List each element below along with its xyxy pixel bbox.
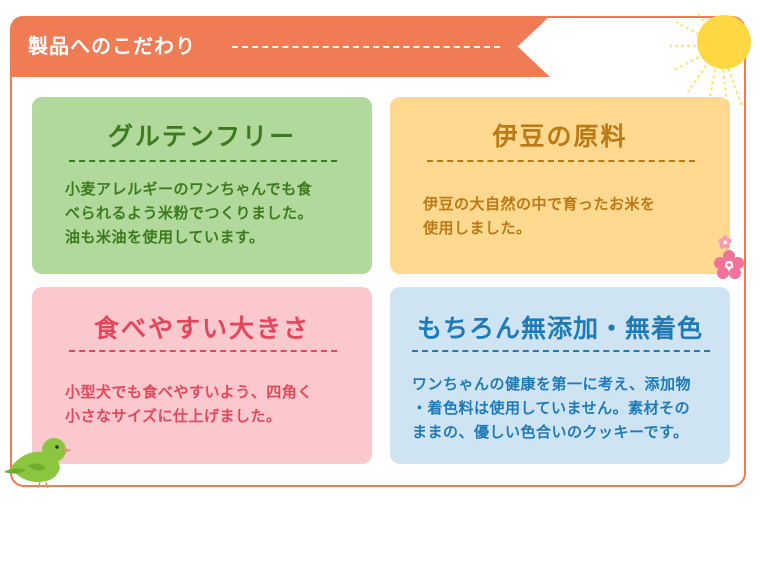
card-text-line: ワンちゃんの健康を第一に考え、添加物: [412, 375, 692, 393]
card-title: もちろん無添加・無着色: [416, 314, 703, 343]
card-title: 食べやすい大きさ: [93, 314, 310, 343]
header-dashed-line: [232, 46, 500, 48]
card-text-line: べられるよう米粉でつくりました。: [65, 204, 314, 222]
card-text-line: 伊豆の大自然の中で育ったお米を: [423, 195, 656, 213]
card-easy-to-eat: 食べやすい大きさ 小型犬でも食べやすいよう、四角く 小さなサイズに仕上げました。: [32, 287, 372, 464]
card-title: 伊豆の原料: [492, 122, 628, 151]
card-gluten-free: グルテンフリー 小麦アレルギーのワンちゃんでも食 べられるよう米粉でつくりました…: [32, 97, 372, 274]
card-text-line: 油も米油を使用しています。: [65, 228, 265, 246]
card-description: 小型犬でも食べやすいよう、四角く 小さなサイズに仕上げました。: [65, 380, 313, 428]
card-text-line: ままの、優しい色合いのクッキーです。: [412, 423, 689, 441]
card-text-line: 小麦アレルギーのワンちゃんでも食: [65, 180, 313, 198]
flower-icon: [714, 235, 744, 279]
section-title: 製品へのこだわり: [28, 34, 196, 58]
card-text-line: 使用しました。: [423, 219, 532, 237]
bird-icon: [4, 438, 72, 489]
card-izu-ingredients: 伊豆の原料 伊豆の大自然の中で育ったお米を 使用しました。: [390, 97, 730, 274]
card-description: 小麦アレルギーのワンちゃんでも食 べられるよう米粉でつくりました。 油も米油を使…: [65, 177, 313, 249]
card-additive-free: もちろん無添加・無着色 ワンちゃんの健康を第一に考え、添加物 ・着色料は使用して…: [390, 287, 730, 464]
card-dashed-line: [69, 350, 337, 352]
card-text-line: 小さなサイズに仕上げました。: [65, 407, 282, 425]
card-dashed-line: [427, 160, 695, 162]
card-dashed-line: [412, 350, 710, 352]
sun-icon: [670, 14, 751, 111]
card-title: グルテンフリー: [107, 122, 297, 151]
card-dashed-line: [69, 160, 337, 162]
card-text-line: 小型犬でも食べやすいよう、四角く: [65, 383, 313, 401]
card-description: 伊豆の大自然の中で育ったお米を 使用しました。: [423, 192, 656, 240]
card-text-line: ・着色料は使用していません。素材その: [412, 399, 691, 417]
card-description: ワンちゃんの健康を第一に考え、添加物 ・着色料は使用していません。素材その まま…: [412, 372, 691, 444]
